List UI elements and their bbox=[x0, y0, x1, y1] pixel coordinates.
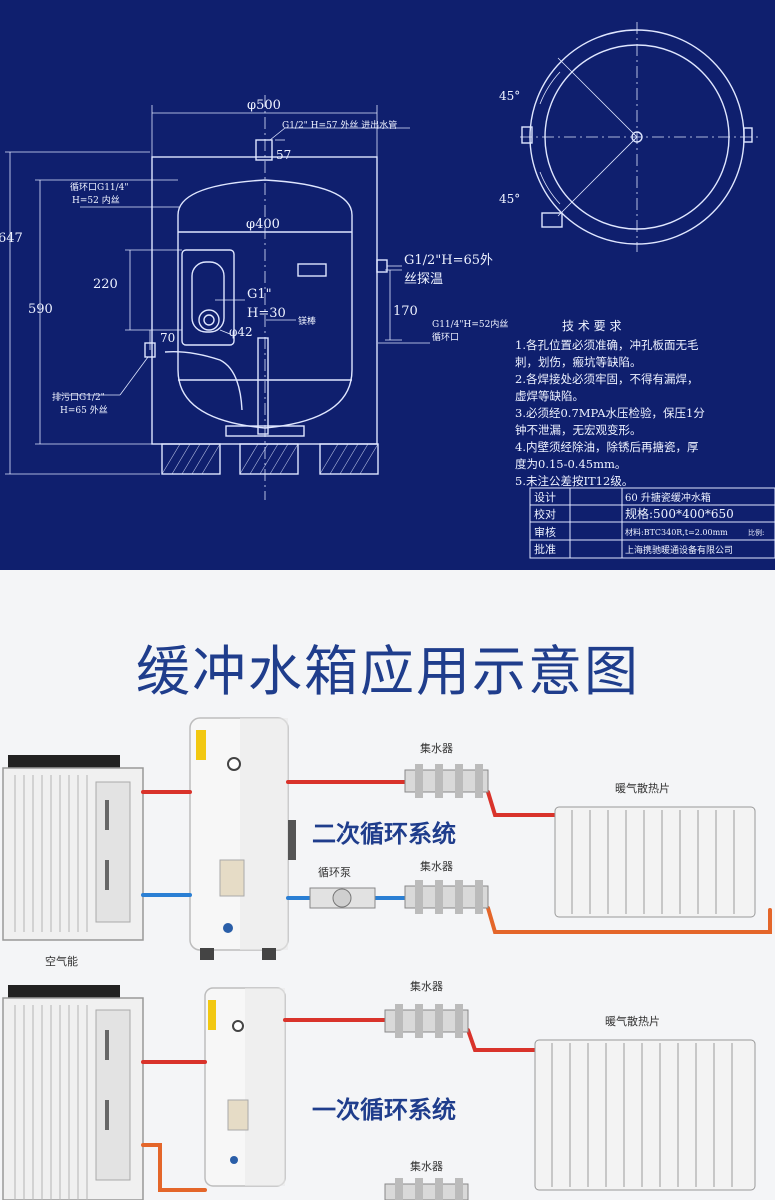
foot-right bbox=[319, 443, 379, 475]
foot-left bbox=[161, 443, 221, 475]
tank-blueprint-svg: φ500 φ400 G1/2" H=57 外丝 进出水管 57 647 590 … bbox=[0, 22, 775, 559]
tb-scale: 比例: bbox=[748, 528, 764, 537]
dim-diameter-inner: φ400 bbox=[246, 217, 280, 232]
dim-70: 70 bbox=[160, 331, 175, 345]
label-flange-h30: H=30 bbox=[247, 306, 286, 321]
technical-requirements: 技 术 要 求 1.各孔位置必须准确，冲孔板面无毛 刺，划伤，瘢坑等缺陷。 2.… bbox=[515, 319, 705, 488]
label-top-port: G1/2" H=57 外丝 进出水管 bbox=[282, 119, 397, 131]
tech-title: 技 术 要 求 bbox=[562, 319, 621, 333]
label-flange-g1: G1" bbox=[247, 287, 272, 302]
title-block bbox=[529, 487, 775, 559]
label-circ-right-2: 循环口 bbox=[432, 331, 459, 343]
secondary-system-label: 二次循环系统 bbox=[312, 820, 456, 848]
tb-approve: 批准 bbox=[534, 542, 556, 556]
label-circ-right-1: G11/4"H=52内丝 bbox=[432, 318, 508, 330]
pipes-secondary bbox=[141, 780, 772, 934]
dim-647: 647 bbox=[0, 231, 23, 246]
tech-line: 3.必须经0.7MPA水压检验，保压1分 bbox=[515, 406, 705, 420]
manifold-4: 集水器 bbox=[384, 1159, 469, 1201]
application-svg: 缓冲水箱应用示意图 空气能 bbox=[2, 640, 772, 1201]
heat-pump-2 bbox=[2, 985, 144, 1201]
top-port bbox=[255, 139, 273, 161]
anode-rod bbox=[164, 350, 243, 411]
radiator-label: 暖气散热片 bbox=[615, 781, 670, 795]
technical-drawing: φ500 φ400 G1/2" H=57 外丝 进出水管 57 647 590 … bbox=[0, 0, 775, 570]
tb-review: 审核 bbox=[534, 525, 556, 539]
label-drain-2: H=65 外丝 bbox=[60, 404, 108, 416]
primary-system-label: 一次循环系统 bbox=[312, 1096, 456, 1124]
manifold-label: 集水器 bbox=[410, 979, 443, 993]
radiator-1: 暖气散热片 bbox=[554, 781, 756, 918]
label-sensor-2: 丝探温 bbox=[404, 272, 443, 287]
buffer-tank-2 bbox=[204, 987, 286, 1187]
tech-line: 5.未注公差按IT12级。 bbox=[515, 474, 633, 488]
tb-check: 校对 bbox=[534, 507, 556, 521]
dim-590: 590 bbox=[28, 302, 53, 317]
circulation-pump: 循环泵 bbox=[309, 866, 376, 909]
tech-line: 刺，划伤，瘢坑等缺陷。 bbox=[515, 355, 642, 369]
heat-pump-label: 空气能 bbox=[45, 954, 78, 968]
dim-220: 220 bbox=[93, 277, 118, 292]
dim-57: 57 bbox=[276, 148, 291, 162]
label-sensor-1: G1/2"H=65外 bbox=[404, 253, 493, 268]
tb-spec: 规格:500*400*650 bbox=[625, 506, 734, 521]
tech-line: 度为0.15-0.45mm。 bbox=[515, 457, 626, 471]
pipes-primary bbox=[141, 1018, 537, 1192]
flange-port bbox=[198, 309, 220, 331]
tb-company: 上海携驰暖通设备有限公司 bbox=[625, 544, 733, 556]
radiator-2: 暖气散热片 bbox=[534, 1014, 756, 1191]
application-title: 缓冲水箱应用示意图 bbox=[136, 640, 640, 703]
application-diagram: 缓冲水箱应用示意图 空气能 bbox=[0, 570, 775, 1201]
angle-top: 45° bbox=[499, 89, 520, 103]
tech-line: 1.各孔位置必须准确，冲孔板面无毛 bbox=[515, 338, 699, 352]
tech-line: 2.各焊接处必须牢固，不得有漏焊， bbox=[515, 372, 698, 386]
label-circ-left-1: 循环口G11/4" bbox=[70, 181, 129, 193]
radiator-label: 暖气散热片 bbox=[605, 1014, 660, 1028]
tech-line: 4.内壁须经除油，除锈后再搪瓷，厚 bbox=[515, 440, 698, 454]
tb-product: 60 升搪瓷缓冲水箱 bbox=[625, 491, 711, 504]
manifold-2: 集水器 bbox=[404, 859, 489, 914]
tb-design: 设计 bbox=[534, 491, 556, 504]
angle-bottom: 45° bbox=[499, 192, 520, 206]
label-drain-1: 排污口G1/2" bbox=[52, 391, 105, 403]
tech-line: 虚焊等缺陷。 bbox=[515, 389, 584, 403]
foot-center bbox=[239, 443, 299, 475]
label-anode: 镁棒 bbox=[298, 315, 316, 327]
heat-pump-1: 空气能 bbox=[2, 755, 144, 968]
inspection-flange bbox=[181, 249, 235, 346]
manifold-label: 集水器 bbox=[410, 1159, 443, 1173]
manifold-1: 集水器 bbox=[404, 741, 489, 798]
pump-label: 循环泵 bbox=[318, 866, 351, 879]
label-circ-left-2: H=52 内丝 bbox=[72, 194, 120, 206]
dim-diameter-outer: φ500 bbox=[247, 98, 281, 113]
buffer-tank-1 bbox=[189, 717, 296, 960]
manifold-label: 集水器 bbox=[420, 741, 453, 755]
tech-line: 钟不泄漏，无宏观变形。 bbox=[515, 423, 642, 437]
tb-material: 材料:BTC340R,t=2.00mm bbox=[625, 527, 728, 537]
label-flange-d42: φ42 bbox=[229, 325, 253, 339]
manifold-3: 集水器 bbox=[384, 979, 469, 1038]
dim-170: 170 bbox=[393, 304, 418, 319]
manifold-label: 集水器 bbox=[420, 859, 453, 873]
inner-tank bbox=[177, 179, 353, 429]
